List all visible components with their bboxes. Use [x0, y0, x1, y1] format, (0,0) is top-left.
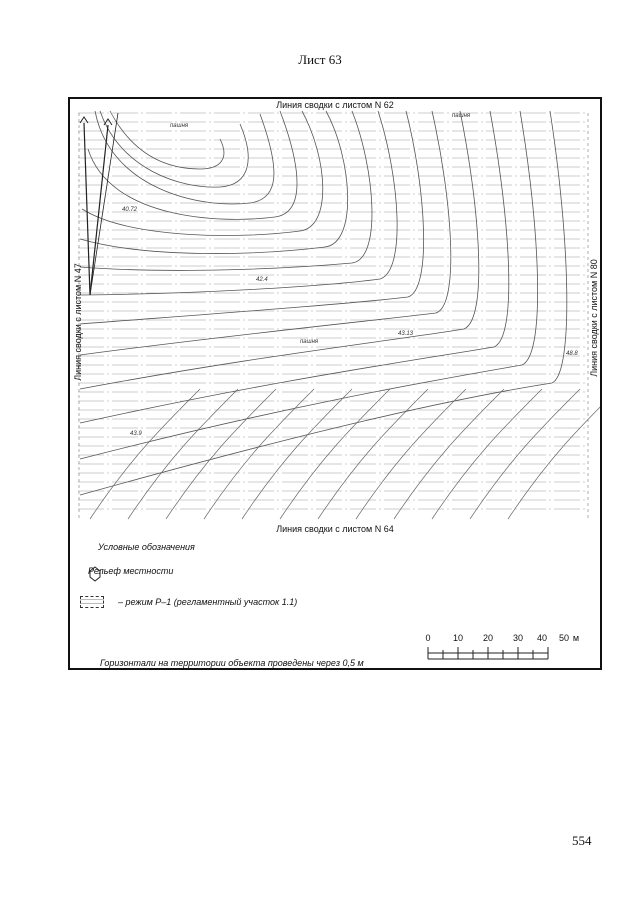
zone-swatch-icon [80, 596, 104, 608]
contour-line [89, 388, 201, 520]
sheet-title: Лист 63 [298, 52, 342, 67]
contour-line [165, 388, 277, 520]
edge-label-bottom: Линия сводки с листом N 64 [276, 524, 394, 534]
contour-line [79, 110, 480, 390]
legend-relief-label: Рельеф местности [88, 566, 174, 576]
survey-line [83, 122, 91, 296]
scale-tick-label: 50 [558, 633, 570, 643]
scale-bar-ruler [427, 647, 549, 660]
contour-line [94, 110, 275, 205]
elevation-label: 48.8 [566, 351, 578, 357]
contour-line [79, 110, 568, 496]
edge-label-top: Линия сводки с листом N 62 [276, 100, 394, 110]
contour-line [469, 388, 581, 520]
contour-line [127, 388, 239, 520]
terrain-label: пашня [170, 123, 189, 129]
contour-line [79, 110, 539, 460]
legend-zone: – режим Р–1 (регламентный участок 1.1) [80, 596, 297, 608]
scale-tick-label: 30 [512, 633, 524, 643]
survey-arrow-icon [79, 116, 89, 124]
legend-zone-label: – режим Р–1 (регламентный участок 1.1) [118, 597, 298, 607]
contour-line [203, 388, 315, 520]
edge-label-left: Линия сводки с листом N 47 [73, 263, 83, 381]
contour-line [241, 388, 353, 520]
contour-line [393, 388, 505, 520]
terrain-label: пашня [452, 113, 471, 119]
elevation-label: 40.72 [122, 207, 138, 213]
legend-relief: Рельеф местности [88, 566, 174, 582]
contour-line [79, 110, 398, 296]
elevation-label: 43.9 [130, 431, 142, 437]
contour-line [355, 388, 467, 520]
map-frame: Линия сводки с листом N 62 Линия сводки … [68, 97, 602, 670]
relief-symbol-icon [89, 566, 101, 582]
contour-line [317, 388, 429, 520]
contour-line [79, 110, 349, 254]
contour-line [79, 110, 425, 325]
survey-line [89, 112, 119, 296]
scale-unit: м [572, 633, 580, 643]
scale-tick-label: 40 [536, 633, 548, 643]
contour-line [279, 388, 391, 520]
contour-line [431, 388, 543, 520]
survey-line [89, 124, 109, 296]
map-drawing [78, 110, 600, 520]
contour-line [99, 110, 249, 188]
elevation-label: 42.4 [256, 277, 268, 283]
contour-line [79, 110, 452, 356]
scale-tick-label: 20 [482, 633, 494, 643]
survey-arrow-icon [103, 118, 113, 126]
elevation-label: 43.13 [398, 331, 414, 337]
legend-title: Условные обозначения [98, 542, 195, 552]
contour-line [507, 406, 600, 520]
page-number: 554 [572, 833, 592, 848]
contour-line [109, 110, 225, 170]
contour-line [87, 110, 298, 220]
scale-bar: 0 10 20 30 40 50 м [425, 633, 580, 663]
contour-line [79, 110, 373, 271]
contour-line [81, 110, 324, 236]
contour-interval-note: Горизонтали на территории объекта провед… [100, 658, 364, 668]
contour-line [79, 110, 510, 424]
scale-tick-label: 0 [425, 633, 431, 643]
edge-label-right: Линия сводки с листом N 80 [589, 259, 599, 377]
terrain-label: пашня [300, 339, 319, 345]
scale-tick-label: 10 [452, 633, 464, 643]
